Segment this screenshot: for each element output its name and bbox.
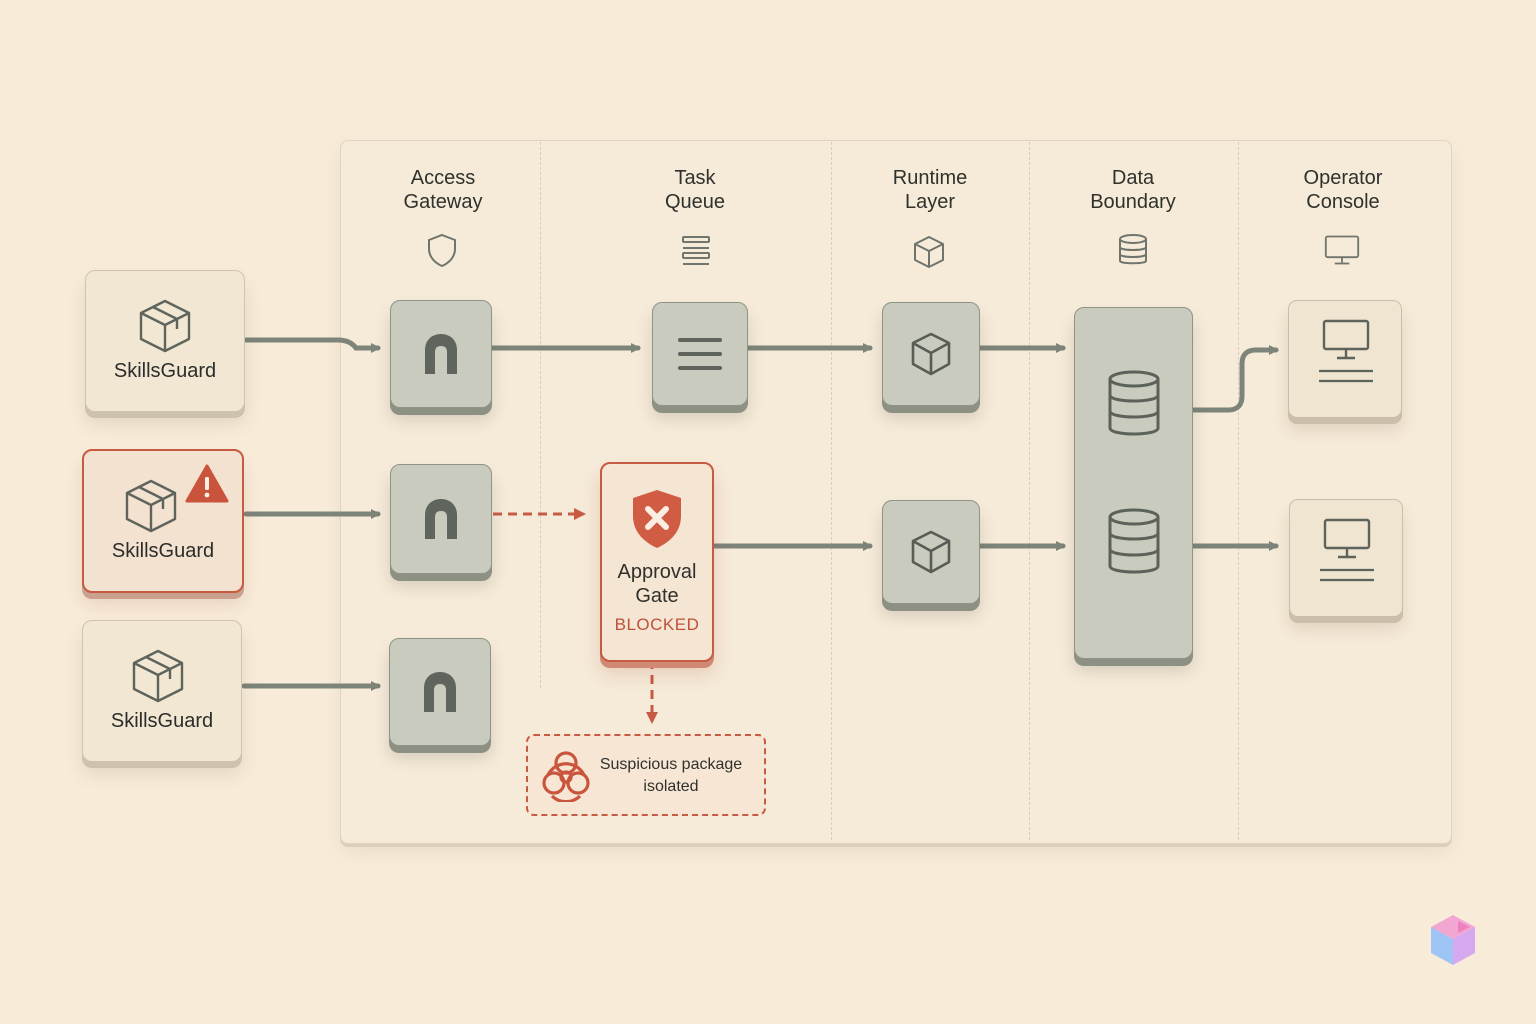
queue-lines-icon bbox=[678, 338, 722, 370]
operator-console-2[interactable] bbox=[1289, 499, 1403, 617]
source-skillsguard-1[interactable]: SkillsGuard bbox=[85, 270, 245, 412]
blocked-status-label: BLOCKED bbox=[614, 615, 700, 634]
access-gateway-node-3[interactable] bbox=[389, 638, 491, 746]
source-skillsguard-3[interactable]: SkillsGuard bbox=[82, 620, 242, 762]
biohazard-icon bbox=[542, 751, 590, 802]
approval-gate[interactable]: Approval Gate BLOCKED bbox=[600, 462, 714, 662]
runtime-node-2[interactable] bbox=[882, 500, 980, 604]
monitor-icon bbox=[1320, 518, 1374, 582]
lane-divider bbox=[540, 142, 541, 688]
database-icon bbox=[1119, 234, 1147, 265]
access-gateway-node-2[interactable] bbox=[390, 464, 492, 574]
quarantine-text: Suspicious package isolated bbox=[599, 756, 743, 795]
package-icon bbox=[125, 479, 177, 533]
operator-console-1[interactable] bbox=[1288, 300, 1402, 418]
cube-icon bbox=[911, 530, 951, 574]
gateway-arch-icon bbox=[425, 499, 457, 539]
source-skillsguard-2-flagged[interactable]: SkillsGuard bbox=[82, 449, 244, 593]
lane-divider bbox=[1029, 142, 1030, 840]
lane-divider bbox=[831, 142, 832, 840]
monitor-icon bbox=[1319, 319, 1373, 383]
task-queue-node[interactable] bbox=[652, 302, 748, 406]
shield-icon bbox=[428, 233, 456, 268]
database-icon bbox=[1108, 508, 1160, 574]
quarantine-notice: Suspicious package isolated bbox=[526, 734, 766, 816]
warning-triangle-icon bbox=[185, 464, 229, 503]
source-label: SkillsGuard bbox=[110, 710, 214, 732]
approval-gate-title: Approval Gate bbox=[617, 561, 697, 607]
package-icon bbox=[139, 299, 191, 353]
package-icon bbox=[132, 649, 184, 703]
gateway-arch-icon bbox=[425, 334, 457, 374]
monitor-icon bbox=[1324, 235, 1360, 265]
data-boundary-store[interactable] bbox=[1074, 307, 1193, 659]
stack-icon bbox=[682, 236, 710, 265]
cube-icon bbox=[911, 332, 951, 376]
shield-x-icon bbox=[633, 490, 681, 548]
cube-logo-icon bbox=[1431, 915, 1475, 965]
database-icon bbox=[1108, 370, 1160, 436]
lane-divider bbox=[1238, 142, 1239, 840]
cube-icon bbox=[914, 236, 944, 268]
source-label: SkillsGuard bbox=[113, 360, 217, 382]
gateway-arch-icon bbox=[424, 672, 456, 712]
source-label: SkillsGuard bbox=[111, 540, 215, 562]
pipeline-board bbox=[340, 140, 1452, 844]
access-gateway-node-1[interactable] bbox=[390, 300, 492, 408]
runtime-node-1[interactable] bbox=[882, 302, 980, 406]
